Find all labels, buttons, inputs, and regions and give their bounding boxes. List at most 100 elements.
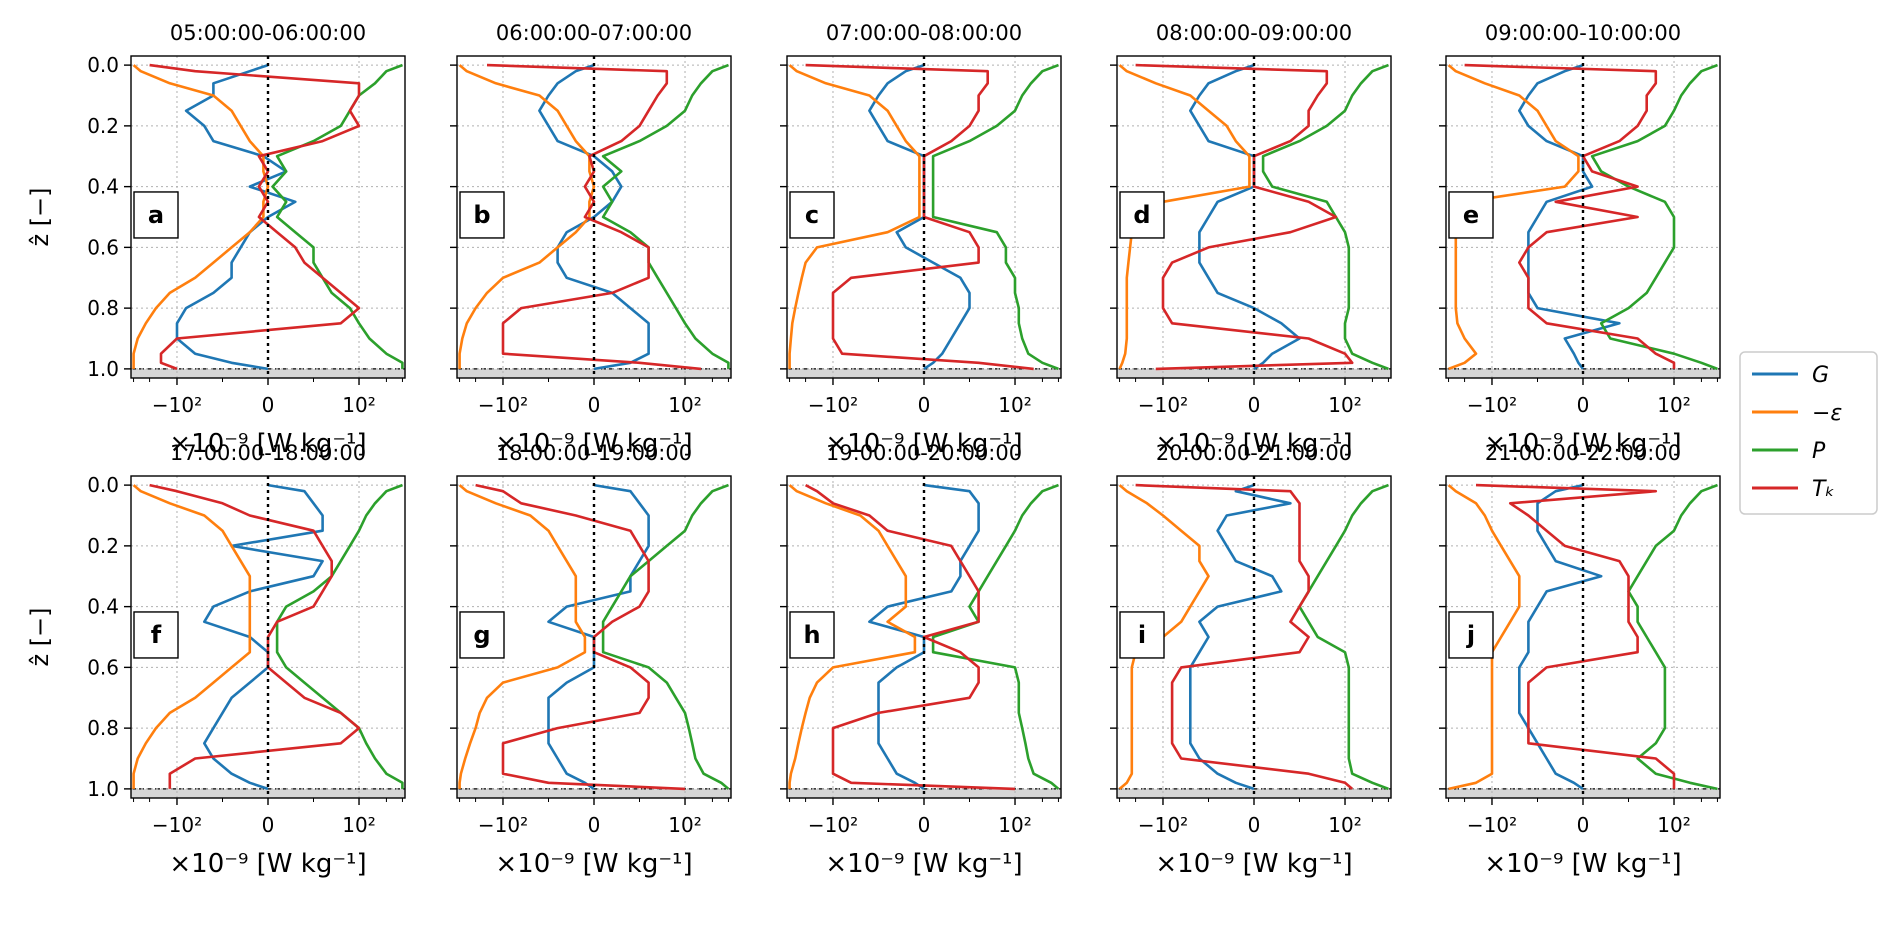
x-tick-label: 0 — [1577, 813, 1590, 837]
x-axis-label: ×10⁻⁹ [W kg⁻¹] — [1155, 849, 1352, 879]
x-tick-label: −10² — [1467, 393, 1517, 417]
x-tick-label: −10² — [152, 393, 202, 417]
series-Tₖ — [1464, 63, 1676, 369]
y-axis-label: ẑ [−] — [26, 607, 54, 666]
y-tick-label: 0.2 — [87, 534, 119, 558]
panel-label-box — [1448, 191, 1494, 239]
panel-title: 08:00:00-09:00:00 — [1156, 21, 1352, 45]
series-Tₖ — [804, 483, 1016, 791]
y-tick-label: 0.4 — [87, 595, 119, 619]
series-G — [1189, 63, 1301, 370]
legend-frame — [1739, 351, 1878, 515]
x-axis-label: ×10⁻⁹ [W kg⁻¹] — [495, 429, 692, 459]
x-axis-label: ×10⁻⁹ [W kg⁻¹] — [1155, 429, 1352, 459]
panel-label: g — [473, 621, 490, 649]
panel-title: 19:00:00-20:00:00 — [826, 441, 1022, 465]
series-G — [547, 483, 650, 790]
panel-label-box — [133, 191, 179, 239]
x-tick-label: 0 — [918, 393, 931, 417]
panel-label-box — [459, 191, 505, 239]
y-axis-label: ẑ [−] — [26, 187, 54, 246]
y-tick-label: 0.0 — [87, 473, 119, 497]
x-axis-label: ×10⁻⁹ [W kg⁻¹] — [495, 849, 692, 879]
series-P — [1590, 63, 1718, 371]
series-P — [275, 483, 404, 789]
panel-label-box — [1119, 611, 1165, 659]
x-tick-label: −10² — [808, 393, 858, 417]
x-axis-label: ×10⁻⁹ [W kg⁻¹] — [825, 849, 1022, 879]
x-tick-label: 0 — [262, 813, 275, 837]
x-tick-label: −10² — [478, 813, 528, 837]
panel-label: d — [1133, 201, 1150, 229]
y-tick-label: 0.2 — [87, 114, 119, 138]
y-tick-label: 0.0 — [87, 53, 119, 77]
panel-title: 09:00:00-10:00:00 — [1485, 21, 1681, 45]
panel-title: 17:00:00-18:00:00 — [170, 441, 366, 465]
legend-label-3: Tₖ — [1812, 477, 1835, 502]
panel-label-box — [133, 611, 179, 659]
panel-title: 06:00:00-07:00:00 — [496, 21, 692, 45]
x-tick-label: 0 — [1248, 393, 1261, 417]
panel-label-box — [459, 611, 505, 659]
x-tick-label: −10² — [1467, 813, 1517, 837]
series-−ε — [788, 64, 921, 369]
panel-title: 07:00:00-08:00:00 — [826, 21, 1022, 45]
x-tick-label: 0 — [262, 393, 275, 417]
y-tick-label: 0.8 — [87, 716, 119, 740]
series-Tₖ — [475, 483, 686, 791]
panel-label: a — [148, 201, 164, 229]
y-tick-label: 0.8 — [87, 296, 119, 320]
panel-h: 19:00:00-20:00:00 h −10² 0 10² ×10⁻⁹ [W kg⁻¹] — [780, 441, 1062, 879]
x-tick-label: 10² — [342, 393, 375, 417]
panel-label: f — [151, 621, 162, 649]
panel-label: e — [1463, 201, 1479, 229]
panel-title: 05:00:00-06:00:00 — [170, 21, 366, 45]
panel-label: i — [1138, 621, 1146, 649]
x-tick-label: −10² — [152, 813, 202, 837]
y-tick-label: 0.6 — [87, 655, 119, 679]
x-tick-label: 0 — [588, 813, 601, 837]
series-−ε — [458, 64, 596, 369]
panel-label: h — [803, 621, 820, 649]
series-P — [601, 483, 730, 790]
x-tick-label: 0 — [918, 813, 931, 837]
x-tick-label: 0 — [1577, 393, 1590, 417]
x-tick-label: −10² — [478, 393, 528, 417]
panel-label-box — [789, 191, 835, 239]
x-tick-label: 0 — [1248, 813, 1261, 837]
series-G — [1518, 483, 1603, 790]
y-tick-label: 1.0 — [87, 777, 119, 801]
series-Tₖ — [149, 63, 361, 371]
x-tick-label: 10² — [998, 813, 1031, 837]
series-Tₖ — [1135, 63, 1354, 371]
x-tick-label: −10² — [808, 813, 858, 837]
panel-label-box — [1119, 191, 1165, 239]
x-tick-label: −10² — [1138, 393, 1188, 417]
series-G — [1518, 63, 1621, 370]
x-axis-label: ×10⁻⁹ [W kg⁻¹] — [1484, 429, 1681, 459]
x-axis-label: ×10⁻⁹ [W kg⁻¹] — [169, 429, 366, 459]
series-Tₖ — [149, 483, 361, 789]
legend-label-2: P — [1812, 439, 1826, 464]
x-tick-label: 10² — [1657, 813, 1690, 837]
panel-title: 18:00:00-19:00:00 — [496, 441, 692, 465]
x-tick-label: −10² — [1138, 813, 1188, 837]
panel-label-box — [789, 611, 835, 659]
x-tick-label: 10² — [1657, 393, 1690, 417]
series-P — [1627, 483, 1718, 791]
panel-label: c — [805, 201, 819, 229]
x-axis-label: ×10⁻⁹ [W kg⁻¹] — [169, 849, 366, 879]
series-P — [931, 63, 1059, 371]
series-−ε — [132, 484, 252, 789]
x-tick-label: 10² — [998, 393, 1031, 417]
panel-label-box — [1448, 611, 1494, 659]
panel-f: 17:00:00-18:00:00 f 0.0 0.2 0.4 0.6 0.8 1.0 −10²… — [26, 441, 406, 879]
panel-title: 20:00:00-21:00:00 — [1156, 441, 1352, 465]
